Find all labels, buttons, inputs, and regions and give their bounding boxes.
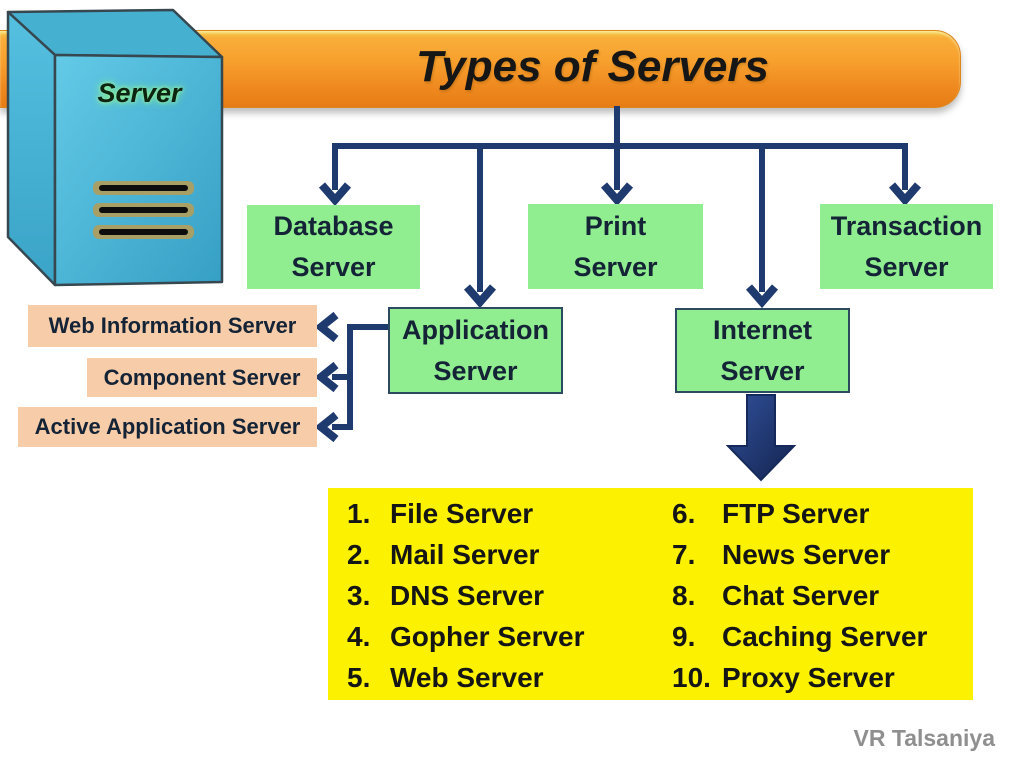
server-tower-label: Server [97,78,182,108]
node-internet-server: Internet Server [675,308,850,393]
list-item: 3. DNS Server [328,575,672,616]
watermark: VR Talsaniya [853,725,995,751]
server-vent-lines [93,181,194,239]
list-item-number: 6. [672,497,696,529]
node-print-server: Print Server [528,204,703,289]
list-item-label: File Server [390,497,534,529]
server-list-right-column: 6. FTP Server 7. News Server 8. Chat Ser… [672,493,973,700]
list-item: 4. Gopher Server [328,616,672,657]
list-item-number: 2. [347,538,371,570]
list-item-number: 4. [347,620,371,652]
list-item-number: 3. [347,579,371,611]
page-title: Types of Servers [416,42,769,91]
server-tower-icon [6,8,224,287]
list-item: 8. Chat Server [672,575,973,616]
list-item-number: 5. [347,661,371,693]
list-item-number: 10. [672,661,711,693]
list-item-number: 9. [672,620,696,652]
list-item-number: 7. [672,538,696,570]
list-item-number: 8. [672,579,696,611]
internet-server-types-panel: 1. File Server 2. Mail Server 3. DNS Ser… [328,488,973,700]
node-active-application-server: Active Application Server [18,407,317,447]
list-item-number: 1. [347,497,371,529]
node-component-server: Component Server [87,358,317,397]
list-item: 6. FTP Server [672,493,973,534]
list-item-label: Gopher Server [390,620,585,652]
list-item: 1. File Server [328,493,672,534]
node-application-server: Application Server [388,307,563,394]
list-item-label: Chat Server [722,579,880,611]
list-item-label: Web Server [390,661,544,693]
node-database-server: Database Server [247,205,420,289]
node-transaction-server: Transaction Server [820,204,993,289]
node-web-information-server: Web Information Server [28,305,317,347]
list-item-label: News Server [722,538,891,570]
down-block-arrow-icon [725,394,797,482]
list-item: 10. Proxy Server [672,657,973,698]
list-item: 5. Web Server [328,657,672,698]
list-item-label: FTP Server [722,497,870,529]
list-item-label: Proxy Server [722,661,895,693]
list-item: 9. Caching Server [672,616,973,657]
server-list-left-column: 1. File Server 2. Mail Server 3. DNS Ser… [328,493,672,700]
list-item-label: Caching Server [722,620,928,652]
list-item: 2. Mail Server [328,534,672,575]
list-item-label: Mail Server [390,538,540,570]
list-item-label: DNS Server [390,579,545,611]
list-item: 7. News Server [672,534,973,575]
